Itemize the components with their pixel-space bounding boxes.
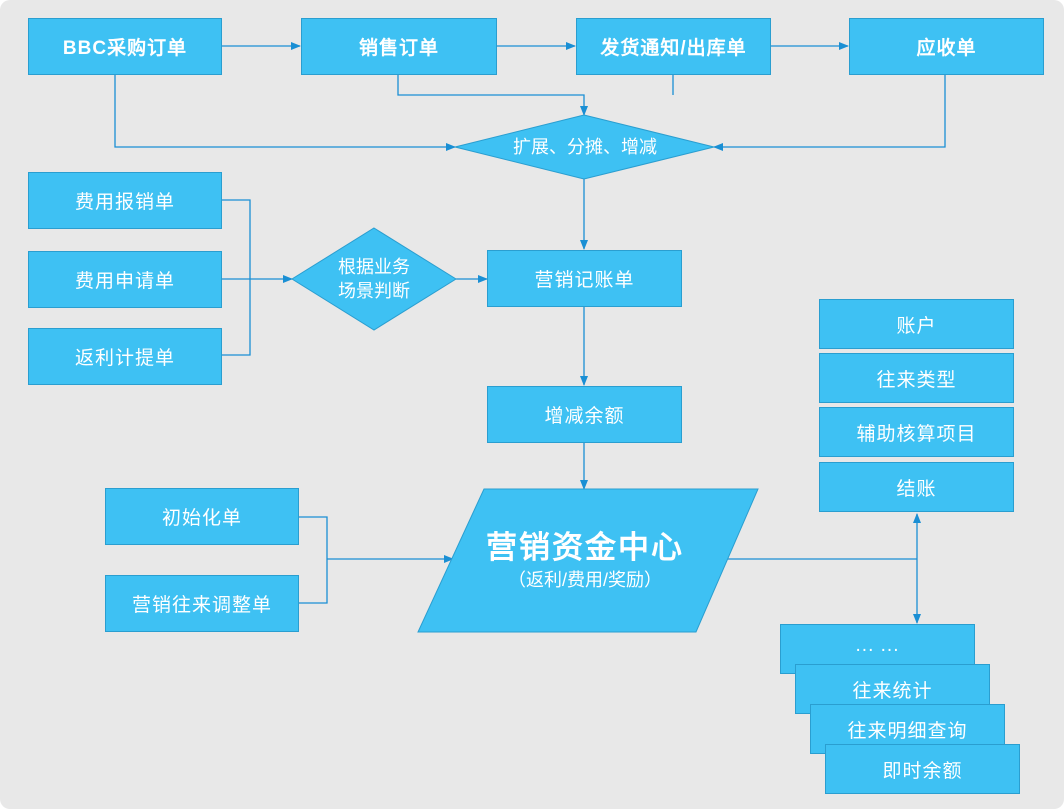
marketing-voucher-box[interactable]: 营销记账单 (487, 250, 682, 307)
expense-claim-box[interactable]: 费用报销单 (28, 172, 222, 229)
config-type-box[interactable]: 往来类型 (819, 353, 1014, 403)
balance-change-box[interactable]: 增减余额 (487, 386, 682, 443)
adjust-doc-box[interactable]: 营销往来调整单 (105, 575, 299, 632)
expense-request-box[interactable]: 费用申请单 (28, 251, 222, 308)
expand-diamond (454, 114, 715, 180)
rebate-box[interactable]: 返利计提单 (28, 328, 222, 385)
config-account-box[interactable]: 账户 (819, 299, 1014, 349)
bracket-expense-claim (221, 199, 251, 356)
arrow-receivable-to-expand (713, 74, 946, 151)
config-close-box[interactable]: 结账 (819, 462, 1014, 512)
bbc-order-box[interactable]: BBC采购订单 (28, 18, 222, 75)
receivable-box[interactable]: 应收单 (849, 18, 1044, 75)
center-subtitle: （返利/费用/奖励） (507, 570, 662, 590)
report-balance-box[interactable]: 即时余额 (825, 744, 1020, 794)
delivery-box[interactable]: 发货通知/出库单 (576, 18, 771, 75)
report-more-label: ... ... (855, 635, 900, 656)
init-doc-box[interactable]: 初始化单 (105, 488, 299, 545)
config-aux-box[interactable]: 辅助核算项目 (819, 407, 1014, 457)
arrow-bbc-to-expand (114, 74, 456, 151)
scenario-diamond (291, 227, 457, 331)
arrow-sales-to-expand (397, 74, 588, 116)
sales-order-box[interactable]: 销售订单 (301, 18, 497, 75)
bracket-init (298, 516, 328, 604)
center-title: 营销资金中心 (486, 530, 684, 565)
center-parallelogram (417, 488, 759, 633)
